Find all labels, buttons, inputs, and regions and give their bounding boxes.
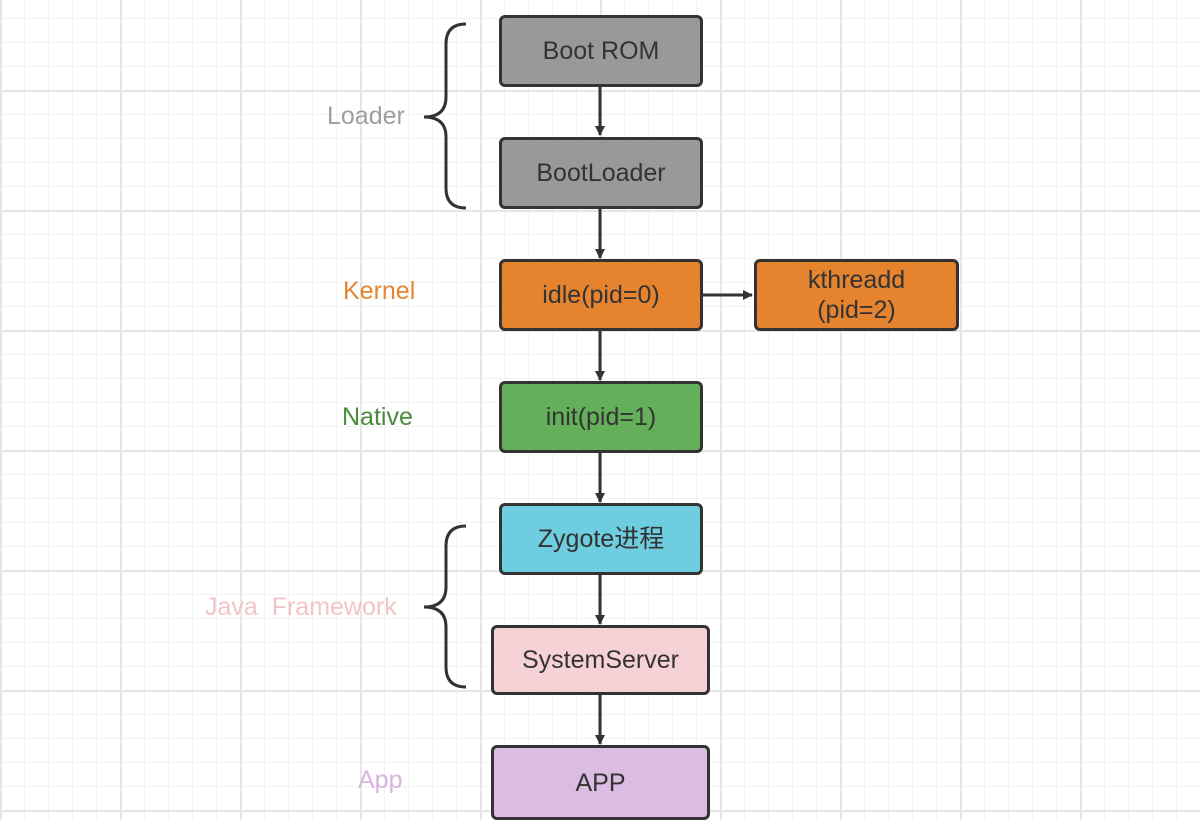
systemserver-label: SystemServer [522, 646, 679, 674]
kthreadd-label: kthreadd [807, 266, 906, 294]
zygote-node: Zygote进程 [499, 503, 703, 575]
zygote-label: Zygote进程 [537, 525, 665, 553]
idle-label: idle(pid=0) [542, 281, 660, 309]
boot-rom-node: Boot ROM [499, 15, 703, 87]
app-node: APP [491, 745, 710, 820]
loader-brace [423, 22, 467, 210]
app-label: APP [575, 768, 626, 797]
systemserver-node: SystemServer [491, 625, 710, 695]
bootloader-label: BootLoader [536, 159, 666, 187]
layer-label-kernel: Kernel [343, 277, 416, 305]
kthreadd-node: kthreadd (pid=2) [754, 259, 959, 331]
idle-node: idle(pid=0) [499, 259, 703, 331]
java-framework-brace [423, 524, 467, 689]
init-node: init(pid=1) [499, 381, 703, 453]
layer-label-loader: Loader [327, 102, 405, 130]
init-label: init(pid=1) [545, 403, 657, 431]
layer-label-native: Native [342, 403, 413, 431]
layer-label-java-framework: Java Framework [205, 593, 397, 621]
boot-rom-label: Boot ROM [542, 37, 660, 65]
kthreadd-pid-label: (pid=2) [817, 296, 896, 324]
bootloader-node: BootLoader [499, 137, 703, 209]
layer-label-app: App [358, 766, 403, 794]
